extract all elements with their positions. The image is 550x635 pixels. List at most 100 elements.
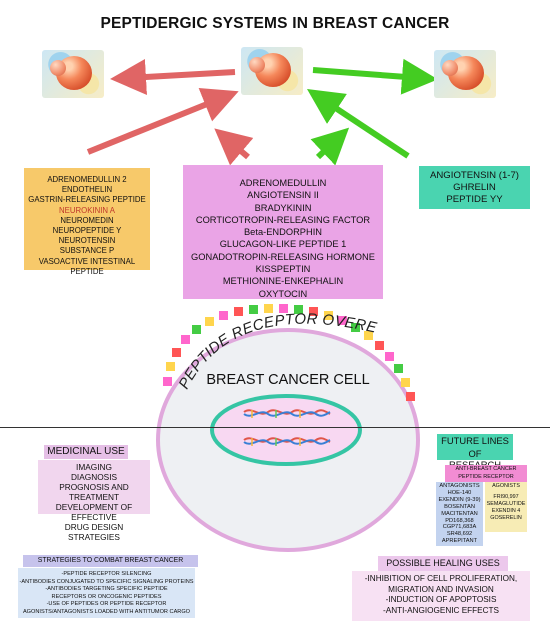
agonist-item: FRI90,997 bbox=[493, 494, 519, 500]
inhibit-arrow-center-to-left bbox=[110, 59, 236, 95]
receptor bbox=[181, 335, 190, 344]
peptide-item: Beta-ENDORPHIN bbox=[243, 227, 322, 238]
inhibit-arrow-leftbox-to-center bbox=[86, 88, 239, 155]
stimulate-arrow-rightbox-to-center bbox=[306, 89, 410, 159]
receptor bbox=[375, 341, 384, 350]
peptide-item: NEUROPEPTIDE Y bbox=[52, 226, 122, 236]
antagonist-item: EXENDIN (9-39) bbox=[438, 496, 481, 503]
agonists-heading: AGONISTS bbox=[492, 483, 520, 489]
inhibit-arrow-middle bbox=[214, 128, 254, 166]
stimulate-arrow-center-to-right bbox=[312, 58, 438, 95]
receptor bbox=[394, 364, 403, 373]
strategy-item: -PEPTIDE RECEPTOR SILENCING bbox=[61, 571, 152, 577]
peptide-item: PEPTIDE YY bbox=[446, 194, 503, 205]
antagonist-item: CGP71,683A bbox=[442, 524, 477, 531]
agonist-item: EXENDIN 4 bbox=[491, 508, 521, 514]
receptor bbox=[406, 392, 415, 401]
medicinal-use-item: DRUG DESIGN STRATEGIES bbox=[64, 522, 124, 542]
strategy-item: -ANTIBODIES TARGETING SPECIFIC PEPTIDE bbox=[45, 586, 168, 593]
peptide-item: BRADYKININ bbox=[254, 202, 312, 213]
future-research-heading: FUTURE LINES bbox=[437, 434, 513, 460]
antagonists-box: ANTAGONISTS HOE-140 EXENDIN (9-39) BOSEN… bbox=[436, 482, 483, 546]
peptide-item: ANGIOTENSIN II bbox=[247, 190, 319, 201]
peptide-item: GHRELIN bbox=[453, 182, 496, 193]
receptor bbox=[279, 304, 288, 313]
receptor bbox=[249, 305, 258, 314]
section-divider bbox=[0, 427, 550, 428]
dna-helix-icon bbox=[243, 409, 331, 418]
dna-helix-icon bbox=[243, 437, 331, 446]
pro-tumor-peptides-box: ANGIOTENSIN (1-7) GHRELIN PEPTIDE YY bbox=[419, 166, 530, 209]
anti-tumor-peptides-box: ADRENOMEDULLIN 2 ENDOTHELIN GASTRIN-RELE… bbox=[24, 168, 150, 276]
peptide-item: NEUROKININ A bbox=[59, 205, 115, 215]
cancer-cell-cluster-icon bbox=[241, 47, 303, 95]
antagonist-item: MACITENTAN bbox=[441, 510, 478, 517]
healing-item: MIGRATION AND INVASION bbox=[388, 584, 494, 594]
agonists-box: AGONISTS FRI90,997 SEMAGLUTIDE EXENDIN 4… bbox=[485, 482, 527, 532]
strategy-item: -ANTIBODIES CONJUGATED TO SPECIFIC SIGNA… bbox=[19, 578, 194, 585]
peptide-item: NEUROTENSIN bbox=[58, 236, 116, 246]
receptor bbox=[364, 331, 373, 340]
healing-item: -INHIBITION OF CELL PROLIFERATION, bbox=[364, 574, 518, 583]
receptor bbox=[205, 317, 214, 326]
peptide-item: OXYTOCIN bbox=[258, 288, 308, 299]
medicinal-use-item: PROGNOSIS AND TREATMENT bbox=[59, 482, 129, 502]
agonist-item: SEMAGLUTIDE bbox=[486, 501, 526, 507]
medicinal-use-item: IMAGING bbox=[76, 462, 112, 472]
peptide-item: VASOACTIVE INTESTINAL PEPTIDE bbox=[38, 256, 136, 276]
future-research-of: OF RESEARCH bbox=[437, 448, 513, 470]
receptor bbox=[234, 307, 243, 316]
future-heading-line: FUTURE LINES bbox=[441, 435, 509, 446]
future-heading-line: RESEARCH bbox=[437, 459, 513, 470]
receptor bbox=[385, 352, 394, 361]
medicinal-use-item: DIAGNOSIS bbox=[70, 472, 118, 482]
healing-uses-box: -INHIBITION OF CELL PROLIFERATION, MIGRA… bbox=[352, 571, 530, 621]
peptide-item: GASTRIN-RELEASING PEPTIDE bbox=[28, 195, 146, 205]
peptide-item: SUBSTANCE P bbox=[59, 246, 115, 256]
breast-cancer-cell-label: BREAST CANCER CELL bbox=[206, 372, 370, 388]
antagonists-heading: ANTAGONISTS bbox=[439, 483, 480, 489]
receptor bbox=[264, 304, 273, 313]
strategy-item: -USE OF PEPTIDES OR PEPTIDE RECEPTOR bbox=[46, 601, 167, 608]
receptor bbox=[338, 316, 347, 325]
diagram-title: PEPTIDERGIC SYSTEMS IN BREAST CANCER bbox=[100, 15, 450, 32]
peptide-item: KISSPEPTIN bbox=[255, 264, 311, 275]
cancer-cell-cluster-icon bbox=[434, 50, 496, 98]
strategy-item: AGONISTS/ANTAGONISTS LOADED WITH ANTITUM… bbox=[22, 608, 191, 615]
peptide-item: NEUROMEDIN bbox=[60, 215, 114, 225]
dual-effect-peptides-box: ADRENOMEDULLIN ANGIOTENSIN II BRADYKININ… bbox=[183, 165, 383, 299]
antagonist-item: APREPITANT bbox=[441, 538, 478, 545]
peptide-item: ENDOTHELIN bbox=[61, 185, 113, 195]
receptor bbox=[163, 377, 172, 386]
receptor bbox=[401, 378, 410, 387]
antagonist-item: HOE-140 bbox=[447, 489, 472, 496]
nucleus bbox=[210, 394, 362, 466]
receptor bbox=[172, 348, 181, 357]
stimulate-arrow-middle bbox=[310, 127, 350, 166]
agonist-item: GOSERELIN bbox=[490, 515, 522, 521]
antagonist-item: PD168,368 bbox=[445, 517, 474, 524]
receptor-arc bbox=[163, 304, 415, 401]
healing-item: -ANTI-ANGIOGENIC EFFECTS bbox=[383, 605, 499, 615]
strategies-heading: STRATEGIES TO COMBAT BREAST CANCER bbox=[23, 555, 198, 567]
future-heading-line: OF bbox=[468, 448, 482, 459]
peptide-item: GONADOTROPIN-RELEASING HORMONE bbox=[191, 251, 375, 262]
medicinal-use-item: DEVELOPMENT OF EFFECTIVE bbox=[55, 502, 133, 522]
receptor bbox=[192, 325, 201, 334]
receptor bbox=[166, 362, 175, 371]
medicinal-use-box: IMAGING DIAGNOSIS PROGNOSIS AND TREATMEN… bbox=[38, 460, 150, 542]
healing-item: -INDUCTION OF APOPTOSIS bbox=[385, 595, 497, 604]
anti-receptor-label: ANTI-BREAST CANCER PEPTIDE RECEPTOR bbox=[445, 465, 527, 482]
receptor bbox=[351, 323, 360, 332]
cancer-cell-cluster-icon bbox=[42, 50, 104, 98]
healing-uses-heading: POSSIBLE HEALING USES bbox=[378, 556, 508, 571]
receptor bbox=[309, 307, 318, 316]
receptor bbox=[219, 311, 228, 320]
strategy-item: RECEPTORS OR ONCOGENIC PEPTIDES bbox=[51, 593, 162, 600]
medicinal-use-heading: MEDICINAL USE bbox=[44, 445, 128, 459]
antagonist-item: SR48,692 bbox=[446, 531, 473, 538]
peptide-item: ADRENOMEDULLIN 2 bbox=[47, 175, 127, 184]
peptide-item: ANGIOTENSIN (1-7) bbox=[429, 170, 520, 181]
peptide-item: ADRENOMEDULLIN bbox=[239, 178, 327, 188]
